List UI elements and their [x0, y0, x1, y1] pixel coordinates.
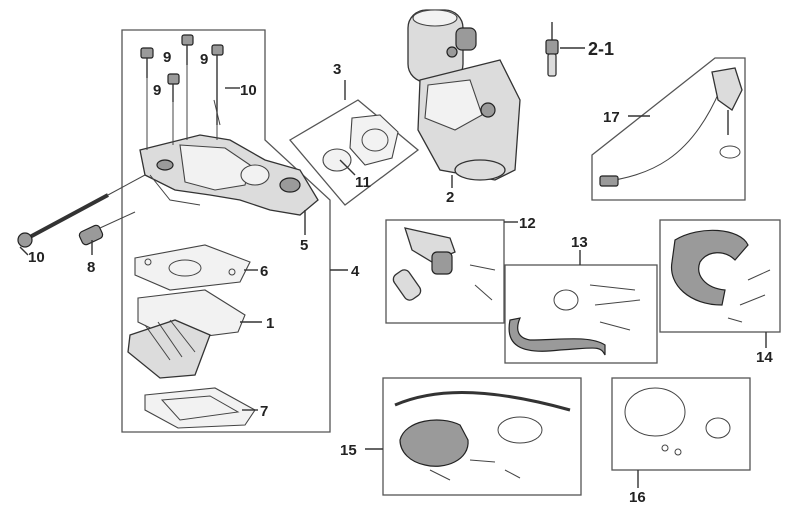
jet-2-1	[545, 22, 559, 77]
callout-9-lower: 9	[153, 82, 161, 99]
gasket-7	[144, 387, 256, 429]
callout-13: 13	[571, 234, 588, 251]
leader-lines-bolts	[146, 65, 218, 150]
group-3-box	[289, 99, 420, 206]
callout-9-right: 9	[200, 51, 208, 68]
group-13-box	[504, 264, 658, 364]
callout-5: 5	[300, 237, 308, 254]
callout-4: 4	[351, 263, 360, 280]
callout-17: 17	[603, 109, 620, 126]
carburetor-2	[407, 9, 521, 181]
callout-1: 1	[266, 315, 274, 332]
group-16-box	[611, 377, 751, 471]
callout-11: 11	[355, 174, 371, 191]
callout-14: 14	[756, 349, 773, 366]
group-12-box	[385, 219, 505, 324]
reed-valve-1	[127, 289, 246, 379]
callout-7: 7	[260, 403, 268, 420]
long-bolt-10	[17, 174, 146, 248]
bolt-9-left	[140, 47, 154, 78]
callout-15: 15	[340, 442, 357, 459]
callout-16: 16	[629, 489, 646, 506]
group-14-box	[659, 219, 781, 333]
gasket-6	[134, 244, 251, 291]
leader-lines	[19, 47, 767, 488]
group-17-box	[591, 57, 746, 201]
bolt-9-mid	[181, 34, 194, 65]
callout-10-lower: 10	[28, 249, 45, 266]
callout-10-upper: 10	[240, 82, 257, 99]
callout-3: 3	[333, 61, 341, 78]
callout-6: 6	[260, 263, 268, 280]
intake-manifold	[139, 134, 319, 216]
callout-2-1: 2-1	[588, 39, 614, 59]
group-15-box	[382, 377, 582, 496]
group-4-outline	[121, 29, 331, 433]
bolt-8	[78, 211, 136, 246]
callout-9-left: 9	[163, 49, 171, 66]
callout-12: 12	[519, 215, 536, 232]
bolt-9-lower	[167, 73, 180, 102]
callout-2: 2	[446, 189, 454, 206]
callout-labels: 1 2 2-1 3 4 5 6 7 8 9 9 9 10 10 11 12 13…	[28, 39, 773, 506]
callout-8: 8	[87, 259, 95, 276]
stud-10-upper	[211, 44, 224, 126]
